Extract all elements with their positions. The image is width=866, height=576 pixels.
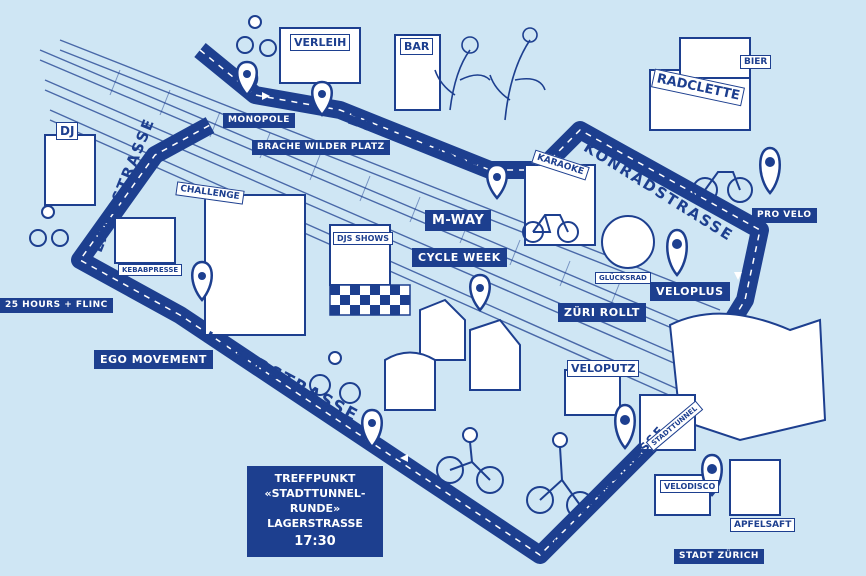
sign-kebabpresse: KEBABPRESSE: [118, 264, 183, 276]
label-ego-movement[interactable]: EGO MOVEMENT: [94, 350, 213, 369]
map-pin-icon: [361, 408, 383, 449]
arrow-icon: [225, 92, 742, 462]
sign-djs-shows: DJS SHOWS: [333, 232, 394, 245]
cyclist-icon: [309, 351, 361, 404]
market-tent: [419, 298, 466, 361]
map-pin-icon: [486, 163, 508, 200]
bicycle-icon: [692, 171, 753, 203]
sign-bier: BIER: [740, 55, 772, 69]
map-pin-icon: [666, 228, 688, 277]
label-stadt-zuerich[interactable]: STADT ZÜRICH: [674, 549, 764, 564]
bicycle-icon: [522, 214, 579, 243]
dj-truck: [44, 134, 96, 206]
camera-building: [204, 194, 306, 336]
map-pin-icon: [469, 273, 491, 312]
label-veloplus[interactable]: VELOPLUS: [650, 282, 730, 301]
sign-verleih: VERLEIH: [290, 34, 351, 51]
map-pin-icon: [759, 146, 781, 195]
station-building: [668, 312, 827, 442]
sign-bar: BAR: [400, 38, 434, 55]
dance-floor: [329, 284, 411, 316]
cyclist-icon: [436, 427, 504, 494]
meeting-time: 17:30: [294, 534, 336, 550]
map-pin-icon: [236, 60, 258, 97]
market-tent: [469, 318, 521, 391]
label-monopole[interactable]: MONOPOLE: [223, 113, 295, 128]
map-pin-icon: [191, 260, 213, 302]
cyclist-icon: [29, 205, 69, 247]
meeting-street: LAGERSTRASSE: [267, 516, 363, 530]
kebab-stand: [114, 217, 176, 264]
cyclist-icon: [236, 15, 277, 57]
sign-dj: DJ: [56, 122, 79, 140]
gluecksrad-wheel: [601, 215, 655, 269]
map-pin-icon: [311, 80, 333, 117]
map-pin-icon: [614, 403, 636, 450]
meeting-point-box: TREFFPUNKT «STADTTUNNEL-RUNDE» LAGERSTRA…: [247, 466, 383, 557]
market-tent: [384, 351, 436, 411]
veloputz-stand: [564, 369, 621, 416]
label-m-way[interactable]: M-WAY: [425, 210, 492, 231]
label-zueri-rollt[interactable]: ZÜRI ROLLT: [558, 303, 646, 322]
label-pro-velo[interactable]: PRO VELO: [752, 208, 817, 223]
meeting-title: TREFFPUNKT: [274, 472, 356, 485]
cyclist-icon: [526, 432, 594, 519]
label-cycle-week[interactable]: CYCLE WEEK: [412, 248, 507, 267]
sign-apfelsaft: APFELSAFT: [730, 518, 796, 532]
apfelsaft-stand: [729, 459, 781, 516]
label-25-hours-flinc[interactable]: 25 HOURS + FLINC: [0, 298, 113, 313]
meeting-name: «STADTTUNNEL-RUNDE»: [264, 486, 366, 515]
sign-gluecksrad: GLÜCKSRAD: [595, 272, 651, 284]
label-brache-wilder-platz[interactable]: BRACHE WILDER PLATZ: [252, 140, 390, 155]
sign-veloputz: VELOPUTZ: [567, 360, 640, 377]
plant-icon: [434, 27, 546, 121]
sign-velodisco: VELODISCO: [660, 480, 720, 493]
